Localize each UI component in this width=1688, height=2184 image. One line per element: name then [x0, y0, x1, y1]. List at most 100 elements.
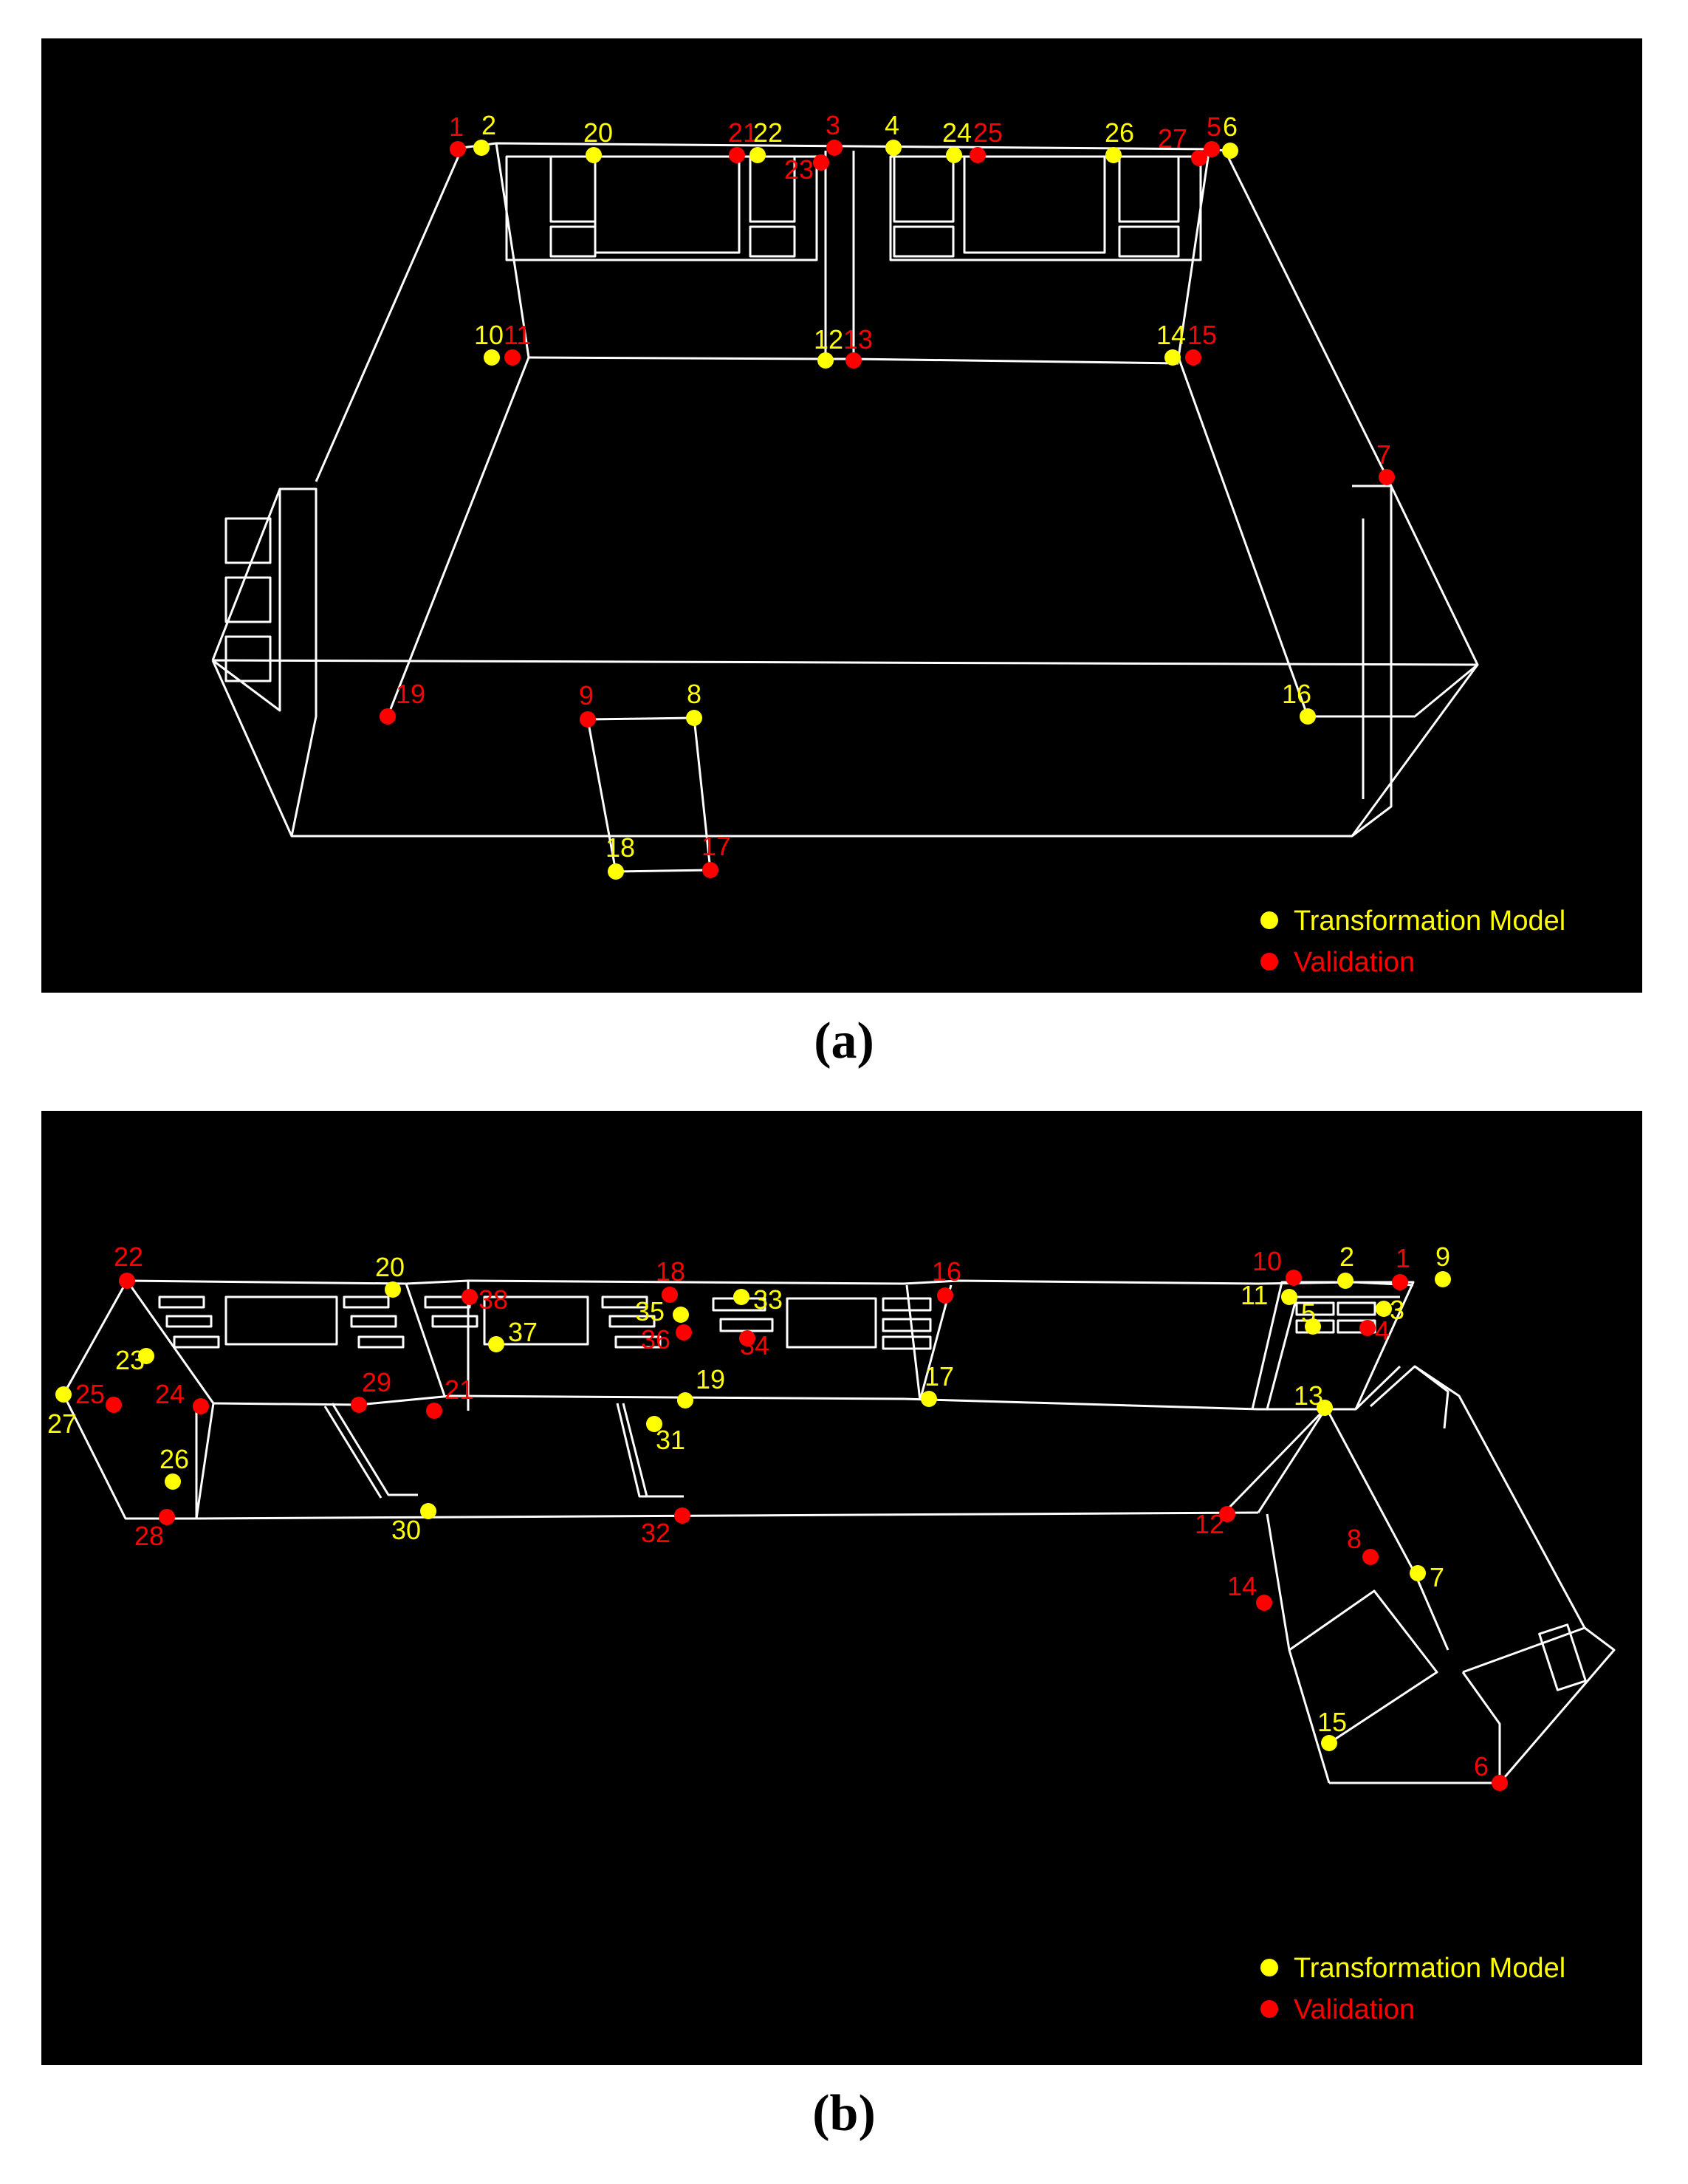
- legend-transformation-label-b: Transformation Model: [1294, 1953, 1565, 1984]
- transformation-point-label-4: 4: [885, 110, 899, 140]
- transformation-point-label-11: 11: [1241, 1280, 1268, 1310]
- legend-transformation-dot-b: [1260, 1959, 1278, 1976]
- transformation-point-label-13: 13: [1294, 1380, 1323, 1411]
- panel-b-legend: Transformation Model Validation: [1260, 1953, 1565, 2025]
- validation-point-21: [729, 147, 745, 163]
- validation-point-label-21: 21: [728, 117, 758, 148]
- validation-point-label-9: 9: [579, 680, 594, 711]
- validation-point-label-7: 7: [1376, 439, 1391, 470]
- validation-point-label-24: 24: [155, 1379, 185, 1409]
- validation-point-38: [462, 1289, 478, 1305]
- validation-point-16: [937, 1287, 953, 1304]
- validation-point-3: [826, 140, 843, 156]
- validation-point-34: [739, 1330, 755, 1346]
- validation-point-label-25: 25: [973, 117, 1003, 148]
- transformation-point-label-30: 30: [391, 1515, 421, 1545]
- validation-point-12: [1219, 1506, 1235, 1522]
- transformation-point-label-27: 27: [47, 1408, 77, 1439]
- validation-point-1: [1392, 1274, 1408, 1290]
- panel-b-wireframe: [62, 1279, 1616, 1784]
- transformation-point-label-8: 8: [687, 679, 701, 709]
- transformation-point-4: [885, 140, 902, 156]
- legend-validation-label-b: Validation: [1294, 1994, 1415, 2025]
- validation-point-9: [580, 711, 596, 728]
- transformation-point-label-5: 5: [1301, 1298, 1316, 1328]
- validation-point-label-8: 8: [1347, 1524, 1362, 1554]
- validation-point-label-27: 27: [1158, 123, 1187, 154]
- transformation-point-label-7: 7: [1430, 1562, 1444, 1592]
- validation-point-7: [1379, 469, 1395, 485]
- validation-point-label-23: 23: [784, 154, 814, 185]
- transformation-point-35: [673, 1307, 689, 1323]
- caption-b: (b): [812, 2085, 876, 2142]
- transformation-point-label-3: 3: [1390, 1295, 1404, 1325]
- transformation-point-label-12: 12: [814, 324, 843, 355]
- transformation-point-14: [1164, 349, 1181, 366]
- transformation-point-24: [946, 147, 962, 163]
- transformation-point-2: [1337, 1273, 1354, 1289]
- panel-b-svg: 1234567891011121314151617181920212223242…: [47, 1242, 1616, 2025]
- validation-point-label-16: 16: [932, 1256, 961, 1287]
- validation-point-27: [1191, 150, 1207, 166]
- transformation-point-label-22: 22: [753, 117, 783, 148]
- validation-point-23: [813, 154, 829, 171]
- validation-point-19: [380, 708, 396, 725]
- transformation-point-label-33: 33: [753, 1284, 783, 1315]
- transformation-point-label-37: 37: [508, 1317, 538, 1347]
- validation-point-label-12: 12: [1195, 1509, 1224, 1539]
- validation-point-10: [1286, 1270, 1302, 1286]
- transformation-point-16: [1300, 708, 1316, 725]
- validation-point-label-3: 3: [826, 110, 840, 140]
- legend-transformation-dot: [1260, 911, 1278, 929]
- validation-point-label-15: 15: [1187, 320, 1217, 350]
- validation-point-label-17: 17: [701, 831, 731, 861]
- validation-point-6: [1492, 1775, 1508, 1791]
- transformation-point-30: [420, 1503, 436, 1519]
- transformation-point-label-16: 16: [1282, 679, 1311, 709]
- transformation-point-15: [1321, 1735, 1337, 1751]
- transformation-point-label-35: 35: [635, 1296, 665, 1327]
- transformation-point-33: [733, 1289, 749, 1305]
- validation-point-label-25: 25: [75, 1379, 105, 1409]
- transformation-point-2: [473, 140, 490, 156]
- transformation-point-10: [484, 349, 500, 366]
- transformation-point-label-24: 24: [942, 117, 972, 148]
- validation-point-label-6: 6: [1474, 1751, 1489, 1781]
- validation-point-14: [1256, 1595, 1272, 1611]
- transformation-point-26: [165, 1473, 181, 1490]
- caption-a: (a): [814, 1013, 874, 1069]
- legend-transformation-label: Transformation Model: [1294, 906, 1565, 937]
- validation-point-label-36: 36: [641, 1324, 670, 1355]
- transformation-point-label-18: 18: [605, 832, 635, 863]
- validation-point-label-28: 28: [134, 1521, 164, 1551]
- transformation-point-label-26: 26: [1105, 117, 1134, 148]
- validation-point-label-38: 38: [478, 1284, 508, 1315]
- validation-point-29: [351, 1397, 367, 1413]
- transformation-point-3: [1376, 1301, 1392, 1317]
- transformation-point-label-15: 15: [1317, 1707, 1347, 1737]
- cabinet-back-right: [889, 155, 1202, 261]
- validation-point-label-1: 1: [449, 112, 464, 142]
- validation-point-label-29: 29: [362, 1367, 391, 1397]
- transformation-point-19: [677, 1392, 693, 1408]
- transformation-point-label-20: 20: [583, 117, 613, 148]
- transformation-point-label-2: 2: [481, 110, 496, 140]
- validation-point-4: [1359, 1320, 1376, 1336]
- transformation-point-18: [608, 863, 624, 880]
- transformation-point-7: [1410, 1565, 1426, 1581]
- validation-point-15: [1185, 349, 1201, 366]
- validation-point-label-19: 19: [396, 679, 425, 709]
- panel-a-wireframe: [211, 142, 1479, 873]
- validation-point-13: [845, 352, 862, 369]
- transformation-point-5: [1305, 1318, 1321, 1335]
- transformation-point-37: [488, 1336, 504, 1352]
- validation-point-1: [450, 141, 466, 157]
- transformation-point-23: [138, 1348, 154, 1364]
- validation-point-label-4: 4: [1375, 1315, 1390, 1346]
- transformation-point-22: [749, 147, 766, 163]
- transformation-point-label-26: 26: [159, 1444, 189, 1474]
- validation-point-label-22: 22: [114, 1242, 143, 1272]
